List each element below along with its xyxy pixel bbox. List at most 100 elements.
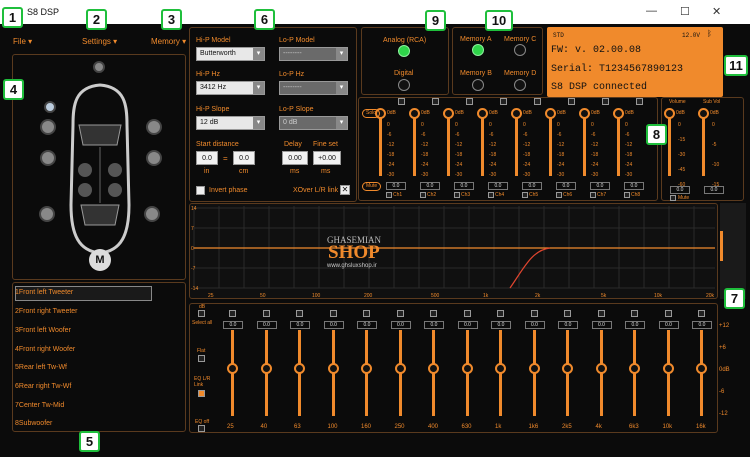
speaker-woofer-fl-icon[interactable] — [40, 119, 56, 135]
digital-led[interactable] — [398, 79, 410, 91]
distance-cm-input[interactable]: 0.0 — [233, 151, 255, 165]
band-fader-knob[interactable] — [294, 363, 305, 374]
band-fader-knob[interactable] — [528, 363, 540, 374]
band-fader-knob[interactable] — [227, 363, 238, 374]
band-fader-knob[interactable] — [361, 363, 372, 374]
channel-link-checkbox[interactable] — [556, 192, 562, 198]
band-checkbox[interactable] — [631, 310, 638, 317]
list-item[interactable]: 5Rear left Tw-Wf — [15, 364, 67, 371]
channel-fader-knob[interactable] — [613, 108, 624, 119]
flat-button[interactable] — [198, 355, 205, 362]
list-item[interactable]: 8Subwoofer — [15, 420, 53, 427]
channel-link-checkbox[interactable] — [488, 192, 494, 198]
list-item[interactable]: 7Center Tw-Mid — [15, 402, 65, 409]
band-checkbox[interactable] — [564, 310, 571, 317]
xover-link-checkbox[interactable]: ✕ — [340, 185, 350, 195]
settings-menu[interactable]: Settings — [82, 37, 117, 46]
band-checkbox[interactable] — [664, 310, 672, 317]
hip-model-select[interactable]: Butterworth▾ — [196, 47, 265, 61]
band-fader-knob[interactable] — [428, 363, 439, 374]
speaker-woofer-fr-icon[interactable] — [146, 119, 162, 135]
hip-slope-select[interactable]: 12 dB▾ — [196, 116, 265, 130]
channel-fader-knob[interactable] — [443, 108, 454, 119]
memory-menu[interactable]: Memory — [151, 37, 186, 46]
channel-fader-knob[interactable] — [477, 108, 488, 119]
fine-set-input[interactable]: +0.00 — [313, 151, 341, 165]
minimize-button[interactable]: — — [646, 5, 657, 17]
master-fader-knob[interactable] — [698, 108, 709, 119]
speaker-rear-l-icon[interactable] — [39, 206, 55, 222]
channel-fader-knob[interactable] — [511, 108, 522, 119]
graph-scrollbar[interactable] — [720, 203, 746, 299]
memory-b-led[interactable] — [472, 79, 484, 91]
channel-select-checkbox[interactable] — [568, 98, 575, 105]
channel-link-checkbox[interactable] — [386, 192, 392, 198]
close-button[interactable]: ✕ — [712, 6, 722, 18]
band-checkbox[interactable] — [229, 310, 236, 317]
band-fader-knob[interactable] — [696, 363, 707, 374]
list-item[interactable]: 1Front left Tweeter — [15, 289, 74, 296]
band-checkbox[interactable] — [430, 310, 437, 317]
solo-button[interactable]: Solo — [362, 109, 381, 118]
band-checkbox[interactable] — [698, 310, 705, 317]
file-menu[interactable]: File — [13, 37, 32, 46]
mute-button[interactable]: Mute — [362, 182, 382, 191]
band-fader-knob[interactable] — [562, 363, 573, 374]
speaker-door-r-icon[interactable] — [146, 150, 162, 166]
band-fader-knob[interactable] — [260, 363, 272, 374]
channel-fader-knob[interactable] — [409, 108, 420, 119]
db-checkbox[interactable] — [198, 310, 205, 317]
memory-d-led[interactable] — [514, 79, 526, 91]
eq-link-checkbox[interactable] — [198, 390, 205, 397]
channel-fader-knob[interactable] — [545, 108, 556, 119]
channel-select-checkbox[interactable] — [398, 98, 405, 105]
band-checkbox[interactable] — [396, 310, 404, 317]
channel-select-checkbox[interactable] — [534, 98, 541, 105]
band-fader-knob[interactable] — [327, 363, 339, 374]
channel-fader-knob[interactable] — [579, 108, 590, 119]
list-item[interactable]: 4Front right Woofer — [15, 346, 76, 353]
analog-led[interactable] — [398, 45, 410, 57]
hip-hz-select[interactable]: 3412 Hz▾ — [196, 81, 265, 95]
channel-select-checkbox[interactable] — [636, 98, 643, 105]
band-fader-knob[interactable] — [662, 363, 674, 374]
band-checkbox[interactable] — [329, 310, 337, 317]
band-fader-knob[interactable] — [629, 363, 640, 374]
band-fader-knob[interactable] — [461, 363, 473, 374]
band-fader-knob[interactable] — [495, 363, 506, 374]
master-mute-checkbox[interactable] — [670, 195, 676, 201]
delay-input[interactable]: 0.00 — [282, 151, 308, 165]
channel-select-checkbox[interactable] — [432, 98, 439, 105]
channel-select-checkbox[interactable] — [466, 98, 473, 105]
lop-model-select[interactable]: --------▾ — [279, 47, 348, 61]
channel-select-checkbox[interactable] — [602, 98, 609, 105]
channel-link-checkbox[interactable] — [624, 192, 630, 198]
list-item[interactable]: 6Rear right Tw-Wf — [15, 383, 72, 390]
channel-select-checkbox[interactable] — [500, 98, 507, 105]
channel-link-checkbox[interactable] — [522, 192, 528, 198]
band-checkbox[interactable] — [463, 310, 471, 317]
band-fader-knob[interactable] — [394, 363, 406, 374]
eq-off-checkbox[interactable] — [198, 425, 205, 432]
list-item[interactable]: 2Front right Tweeter — [15, 308, 78, 315]
band-checkbox[interactable] — [363, 310, 370, 317]
band-checkbox[interactable] — [530, 310, 538, 317]
channel-link-checkbox[interactable] — [420, 192, 426, 198]
master-fader-knob[interactable] — [664, 108, 675, 119]
band-checkbox[interactable] — [597, 310, 605, 317]
memory-a-led[interactable] — [472, 44, 484, 56]
channel-link-checkbox[interactable] — [590, 192, 596, 198]
lop-slope-select[interactable]: 0 dB▾ — [279, 116, 348, 130]
distance-in-input[interactable]: 0.0 — [196, 151, 218, 165]
subwoofer-button[interactable]: M — [89, 249, 111, 271]
speaker-tweeter-fl-icon[interactable] — [44, 101, 56, 113]
band-fader-knob[interactable] — [595, 363, 607, 374]
band-checkbox[interactable] — [497, 310, 504, 317]
invert-phase-checkbox[interactable] — [196, 186, 205, 195]
speaker-rear-r-icon[interactable] — [144, 206, 160, 222]
channel-link-checkbox[interactable] — [454, 192, 460, 198]
band-checkbox[interactable] — [262, 310, 270, 317]
speaker-door-l-icon[interactable] — [40, 150, 56, 166]
maximize-button[interactable]: ☐ — [680, 6, 690, 18]
band-checkbox[interactable] — [296, 310, 303, 317]
